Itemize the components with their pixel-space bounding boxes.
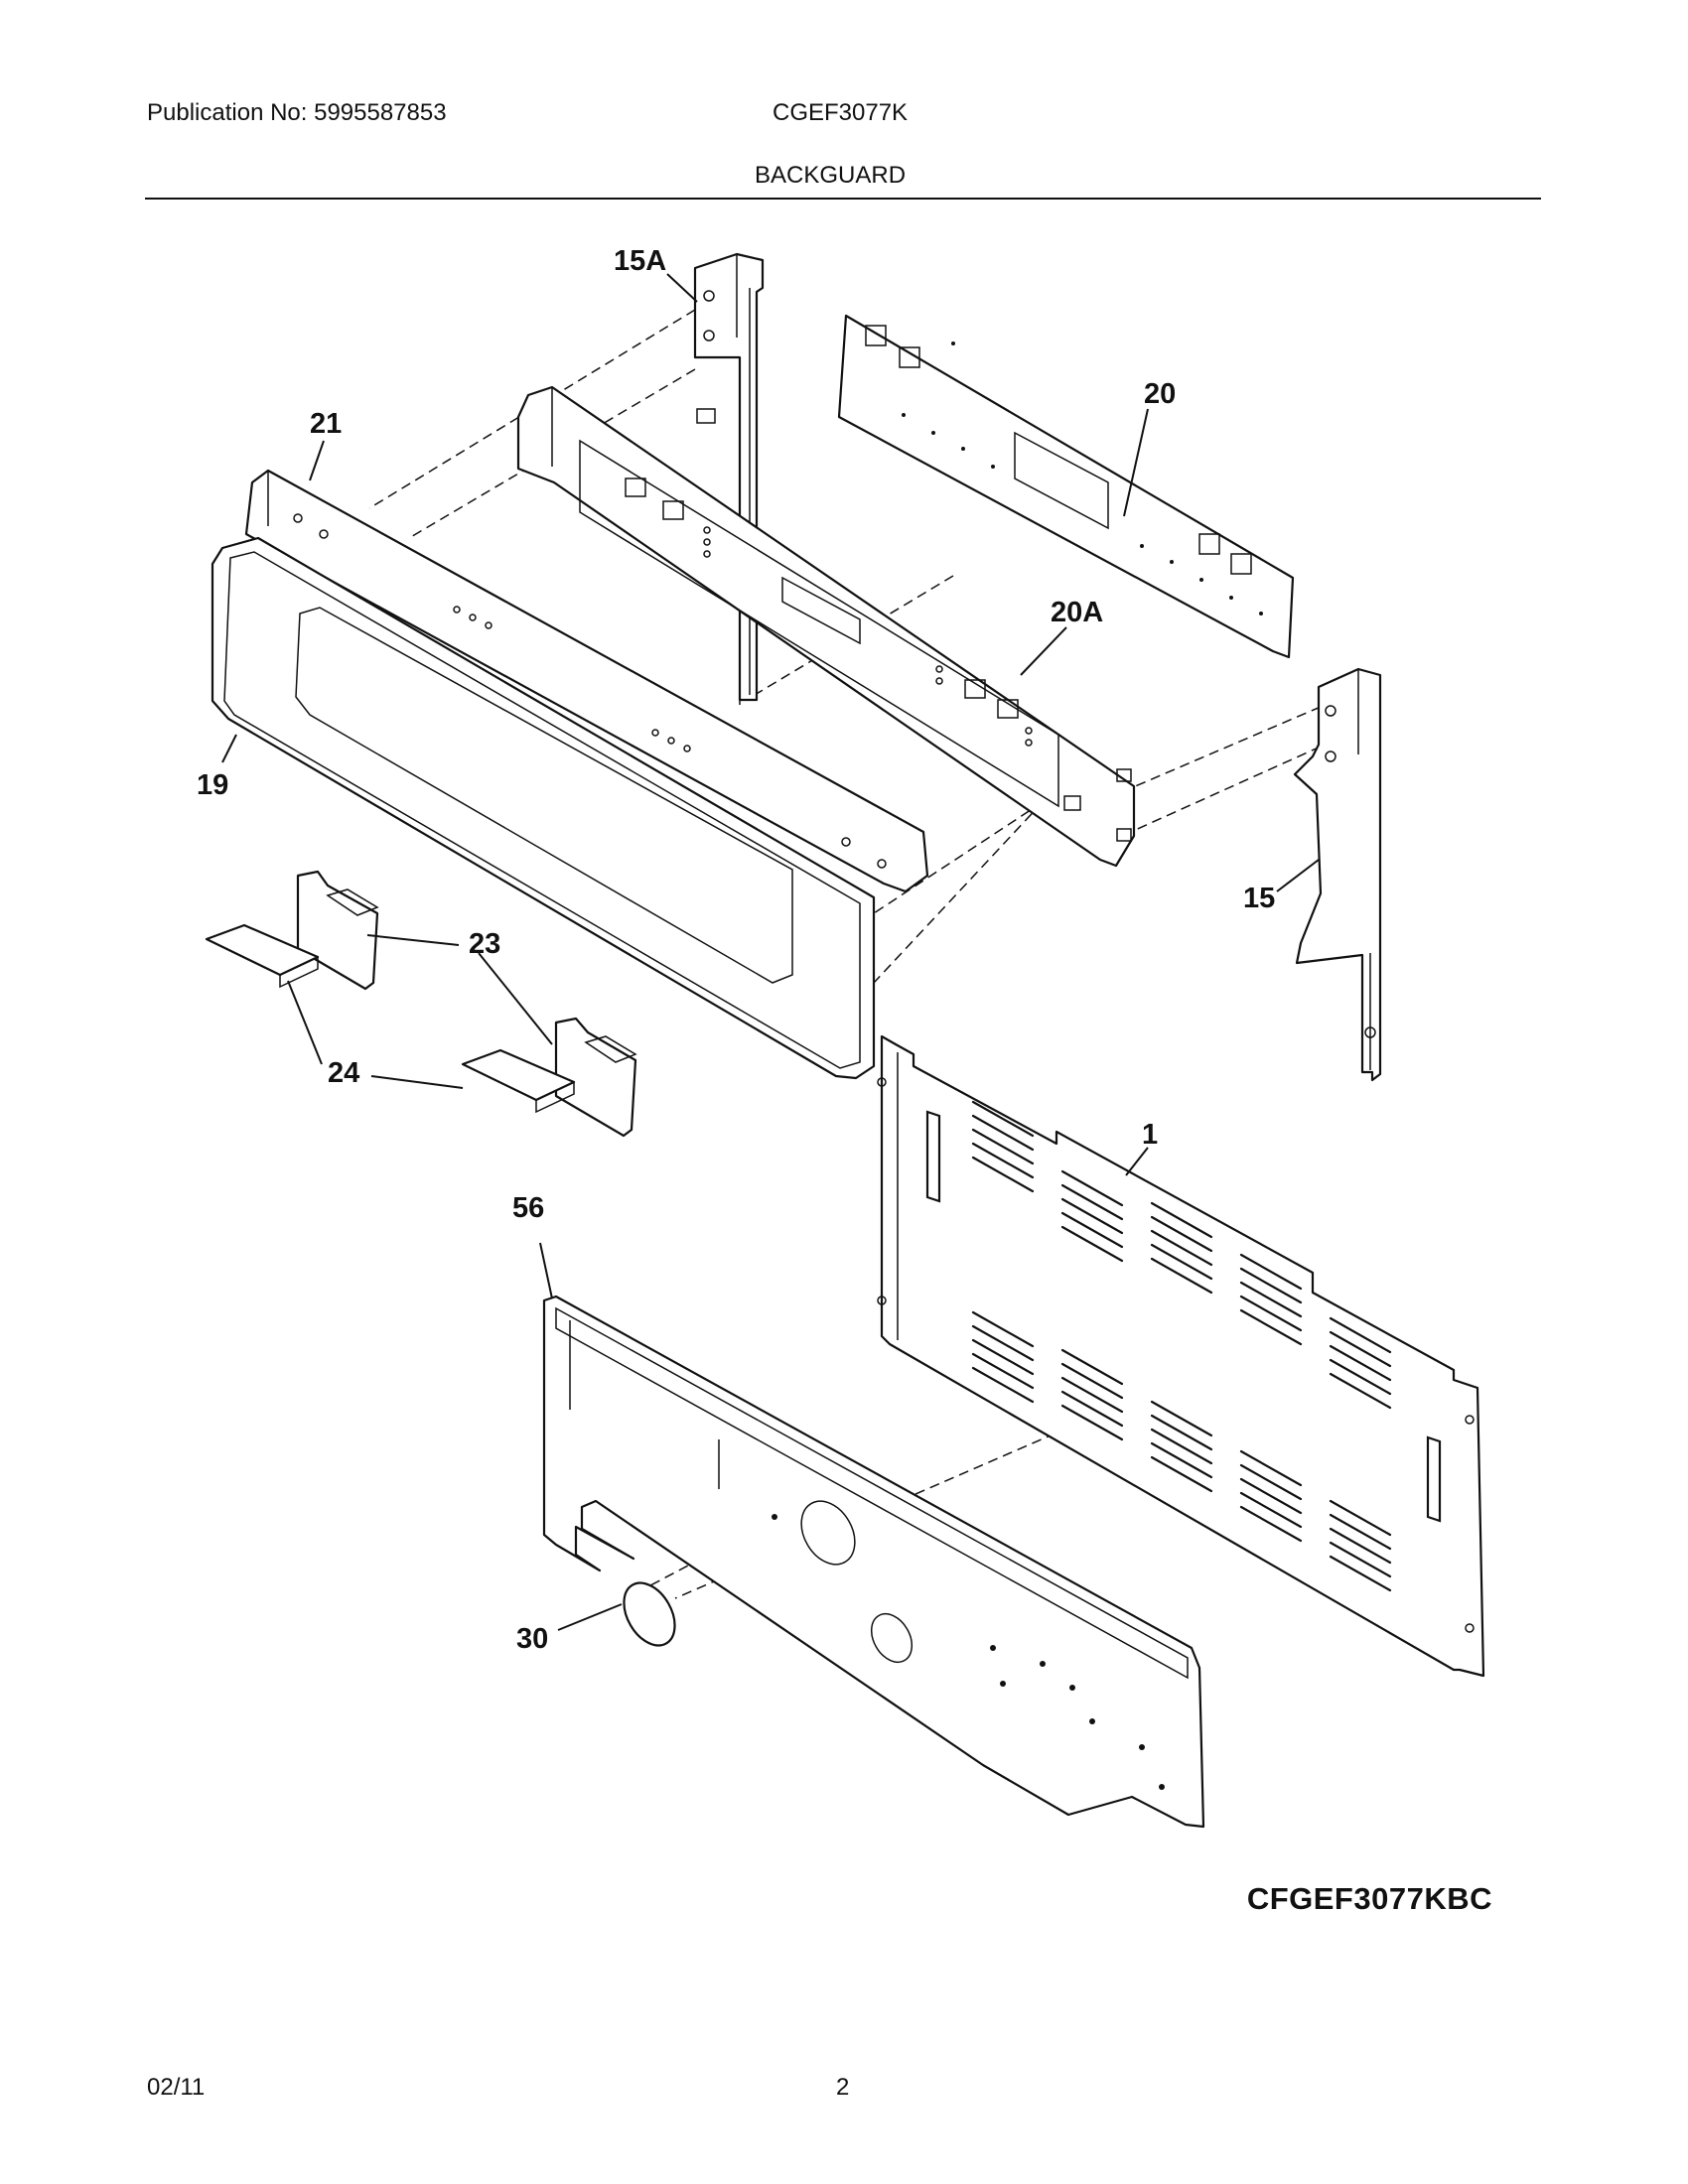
part-1-rear-panel xyxy=(877,1034,1485,1678)
publication-number: Publication No: 5995587853 xyxy=(147,99,447,126)
leader-lines xyxy=(221,273,1320,1631)
section-title: BACKGUARD xyxy=(755,162,907,189)
callout-15a: 15A xyxy=(614,245,666,277)
part-20a-control-panel xyxy=(516,385,1136,868)
callout-56: 56 xyxy=(512,1192,544,1224)
callout-19: 19 xyxy=(197,769,228,801)
callout-21: 21 xyxy=(310,408,342,440)
page-number: 2 xyxy=(836,2074,850,2101)
part-20-control-board xyxy=(837,314,1295,659)
header-rule xyxy=(145,198,1541,200)
callout-20a: 20A xyxy=(1051,597,1103,628)
part-30-plug xyxy=(623,1581,676,1647)
part-15-bracket xyxy=(1293,667,1382,1082)
footer-date: 02/11 xyxy=(147,2074,206,2101)
callout-labels: 15A 21 20 20A 19 15 23 24 1 56 30 xyxy=(197,245,1275,1655)
callout-1: 1 xyxy=(1142,1119,1158,1151)
callout-30: 30 xyxy=(516,1623,548,1655)
vent-slots-lower xyxy=(971,1310,1392,1592)
callout-15: 15 xyxy=(1243,883,1275,914)
callout-23: 23 xyxy=(469,928,500,960)
part-56-lower-panel xyxy=(542,1295,1205,1829)
part-15a-bracket xyxy=(693,252,765,702)
vent-slots-upper xyxy=(971,1100,1392,1410)
model-number: CGEF3077K xyxy=(773,99,909,126)
callout-24: 24 xyxy=(328,1057,359,1089)
part-19-glass-panel xyxy=(211,536,876,1080)
part-23-24-clips xyxy=(205,870,637,1138)
diagram-id: CFGEF3077KBC xyxy=(1246,1881,1492,1916)
callout-20: 20 xyxy=(1144,378,1176,410)
